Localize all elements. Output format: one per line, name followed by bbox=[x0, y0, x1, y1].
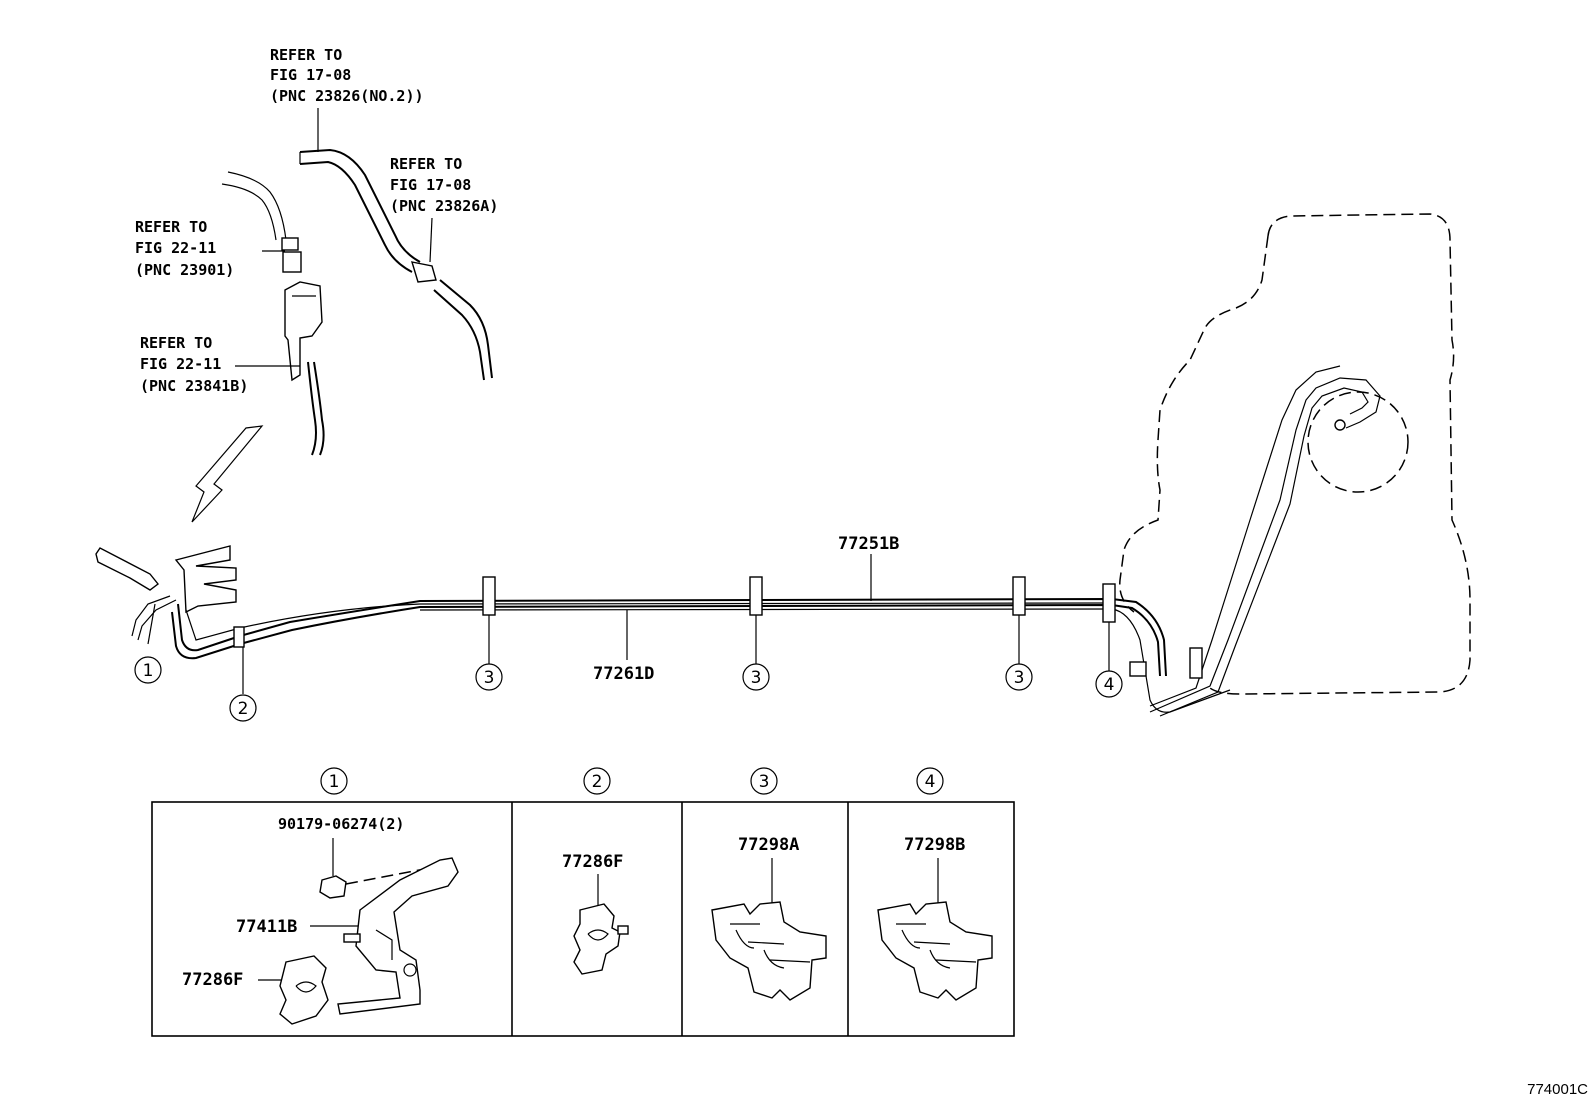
part-label-77251b: 77251B bbox=[838, 534, 899, 554]
part-label-77298b: 77298B bbox=[904, 835, 965, 855]
ref4-line2: FIG 22-11 bbox=[140, 355, 221, 373]
direction-arrow bbox=[191, 425, 264, 523]
callout-4: 4 bbox=[1095, 670, 1123, 698]
callout-3a-label: 3 bbox=[484, 668, 495, 688]
callout-3c-label: 3 bbox=[1014, 668, 1025, 688]
ref3-line3: (PNC 23901) bbox=[135, 261, 234, 279]
panel-3-callout: 3 bbox=[759, 772, 770, 792]
panel-2: 77286F bbox=[562, 852, 629, 975]
callout-3c: 3 bbox=[1005, 663, 1033, 691]
ref3-line1: REFER TO bbox=[135, 218, 207, 236]
pipe-77251b bbox=[171, 597, 1167, 677]
callout-1: 1 bbox=[134, 656, 162, 684]
panel-3: 77298A bbox=[711, 835, 827, 1001]
part-label-77286f-b: 77286F bbox=[562, 852, 623, 872]
panel-header-1: 1 bbox=[320, 767, 348, 795]
callout-1-label: 1 bbox=[143, 661, 154, 681]
panel-header-2: 2 bbox=[583, 767, 611, 795]
ref1-line2: FIG 17-08 bbox=[270, 66, 351, 84]
callout-2: 2 bbox=[229, 694, 257, 722]
panel-2-callout: 2 bbox=[592, 772, 603, 792]
ref4-line3: (PNC 23841B) bbox=[140, 377, 248, 395]
callout-2-label: 2 bbox=[238, 699, 249, 719]
hose-23901 bbox=[221, 171, 302, 273]
part-label-77298a: 77298A bbox=[738, 835, 799, 855]
fuel-tank-outline bbox=[1119, 213, 1471, 695]
ref1-line1: REFER TO bbox=[270, 46, 342, 64]
ref2-line2: FIG 17-08 bbox=[390, 176, 471, 194]
ref3-line2: FIG 22-11 bbox=[135, 239, 216, 257]
part-label-77411b: 77411B bbox=[236, 917, 297, 937]
reference-note-3: REFER TO FIG 22-11 (PNC 23901) bbox=[135, 218, 234, 279]
reference-note-2: REFER TO FIG 17-08 (PNC 23826A) bbox=[390, 155, 498, 215]
part-label-90179-06274: 90179-06274(2) bbox=[278, 815, 404, 833]
figure-code: 774001C bbox=[1527, 1081, 1588, 1098]
ref1-line3: (PNC 23826(NO.2)) bbox=[270, 87, 424, 105]
ref2-line3: (PNC 23826A) bbox=[390, 197, 498, 215]
leader-lines bbox=[242, 554, 1110, 694]
panel-header-4: 4 bbox=[916, 767, 944, 795]
panel-1: 90179-06274(2) 77411B 77286F bbox=[182, 815, 459, 1025]
panel-4: 77298B bbox=[877, 835, 993, 1001]
hose-23826-no2 bbox=[299, 108, 437, 283]
reference-note-4: REFER TO FIG 22-11 (PNC 23841B) bbox=[140, 334, 248, 395]
callout-3b: 3 bbox=[742, 663, 770, 691]
callout-3a: 3 bbox=[475, 663, 503, 691]
panel-1-callout: 1 bbox=[329, 772, 340, 792]
part-label-77286f-a: 77286F bbox=[182, 970, 243, 990]
panel-header-3: 3 bbox=[750, 767, 778, 795]
panel-4-callout: 4 bbox=[925, 772, 936, 792]
detail-panels-frame bbox=[151, 801, 1015, 1037]
reference-note-1: REFER TO FIG 17-08 (PNC 23826(NO.2)) bbox=[270, 46, 424, 105]
left-end-fittings bbox=[95, 545, 237, 645]
ref4-line1: REFER TO bbox=[140, 334, 212, 352]
hose-23826a bbox=[429, 217, 493, 381]
tank-pipe-route bbox=[1149, 365, 1381, 717]
part-label-77261d: 77261D bbox=[593, 664, 654, 684]
ref2-line1: REFER TO bbox=[390, 155, 462, 173]
clamp-markers bbox=[233, 576, 1147, 677]
callout-4-label: 4 bbox=[1104, 675, 1115, 695]
callout-3b-label: 3 bbox=[751, 668, 762, 688]
connector-23841b bbox=[235, 281, 325, 456]
